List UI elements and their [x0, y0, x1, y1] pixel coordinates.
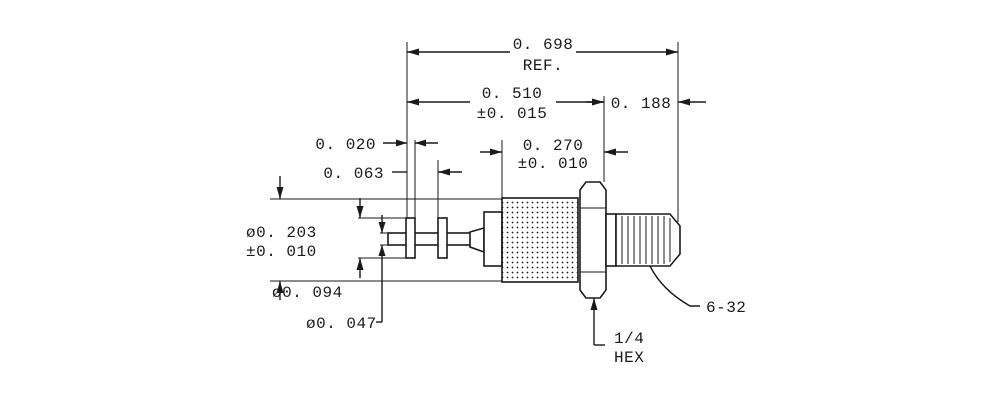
dim-flange-diameter: ø0. 203 ±0. 010: [246, 198, 364, 278]
flange-dia-label: ø0. 203: [246, 224, 317, 242]
flange-dia-tol-label: ±0. 010: [246, 243, 317, 261]
hex-nut: [579, 181, 607, 299]
flange-left: [405, 217, 416, 259]
thread-length-label: 0. 188: [611, 95, 672, 113]
collar: [483, 211, 503, 267]
knurl-length-label: 0. 270: [523, 137, 584, 155]
body-length-label: 0. 510: [482, 85, 543, 103]
overall-ref-label: REF.: [523, 57, 563, 75]
hex-size-label: 1/4: [614, 330, 644, 348]
body-tol-label: ±0. 015: [477, 105, 548, 123]
dim-knurl-length: 0. 270 ±0. 010: [480, 137, 628, 173]
knurl-tol-label: ±0. 010: [518, 155, 589, 173]
dim-body-length: 0. 510 ±0. 015: [407, 85, 604, 123]
hex-callout: 1/4 HEX: [590, 298, 644, 367]
thread-callout: 6-32: [649, 265, 746, 317]
dim-overall-length: 0. 698 REF.: [407, 36, 678, 75]
pin-taper: [469, 226, 485, 254]
overall-length-label: 0. 698: [513, 36, 574, 54]
thread-spec-label: 6-32: [706, 299, 746, 317]
dim-shank-diameter: ø0. 094: [272, 176, 343, 302]
hex-label: HEX: [614, 349, 644, 367]
flange-spacing-label: 0. 063: [323, 165, 384, 183]
pin-dia-label: ø0. 047: [306, 315, 377, 333]
shank-dia-label: ø0. 094: [272, 284, 343, 302]
thread-neck: [605, 213, 617, 267]
dim-pin-diameter: ø0. 047: [306, 215, 386, 333]
dim-flange-spacing: 0. 063: [323, 165, 462, 183]
flange-right: [437, 217, 448, 259]
part-body: [387, 181, 681, 299]
thread-lines: [621, 216, 671, 264]
knurled-body: [501, 197, 579, 283]
dim-thread-length: 0. 188: [586, 95, 706, 113]
flange-thickness-label: 0. 020: [315, 136, 376, 154]
dim-flange-thickness: 0. 020: [315, 136, 438, 154]
